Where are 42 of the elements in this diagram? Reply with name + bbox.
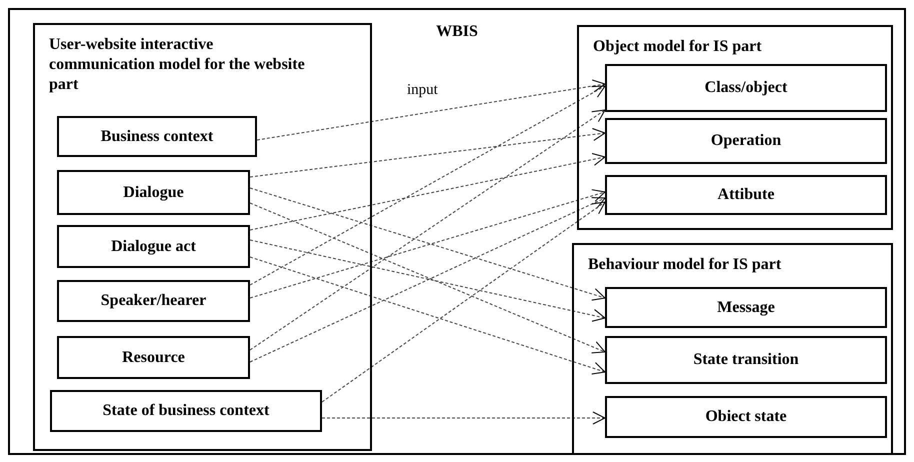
box-label: Obiect state <box>705 407 787 427</box>
box-label: Speaker/hearer <box>100 291 206 311</box>
group-box <box>577 25 893 230</box>
dashed-arrow <box>250 128 606 178</box>
process-box <box>57 336 250 379</box>
box-label: Attibute <box>718 185 774 205</box>
group-heading: Object model for IS part <box>593 37 763 57</box>
process-box <box>605 64 887 112</box>
box-label: Message <box>717 298 775 318</box>
process-box <box>605 336 887 384</box>
dashed-arrow <box>250 256 606 374</box>
box-label: State transition <box>693 350 799 370</box>
dashed-arrow <box>250 153 606 230</box>
group-heading: WBIS <box>435 22 479 42</box>
box-label: Dialogue <box>123 182 184 202</box>
process-box <box>57 225 250 268</box>
box-label: Dialogue act <box>111 236 196 256</box>
process-box <box>57 280 250 322</box>
process-box <box>50 390 322 432</box>
process-box <box>605 287 887 328</box>
process-box <box>605 118 887 164</box>
dashed-arrow <box>322 202 606 402</box>
box-label: Class/object <box>704 78 788 98</box>
dashed-arrow <box>250 110 606 350</box>
group-heading: User-website interactive communication model for the website part <box>49 35 306 95</box>
dashed-arrow <box>250 240 606 322</box>
box-label: State of business context <box>102 401 270 421</box>
diagram-frame <box>8 8 906 455</box>
group-box <box>33 23 372 451</box>
process-box <box>57 170 250 215</box>
dashed-arrow <box>256 79 606 140</box>
dashed-arrow <box>250 86 606 286</box>
process-box <box>605 396 887 438</box>
box-label: Operation <box>710 131 782 151</box>
process-box <box>605 175 887 215</box>
box-label: Business context <box>100 126 214 146</box>
group-box <box>572 243 893 455</box>
edge-label: input <box>405 82 440 98</box>
box-label: Resource <box>122 348 185 368</box>
dashed-arrow <box>322 412 606 424</box>
group-heading: Behaviour model for IS part <box>588 255 782 275</box>
process-box <box>57 116 257 157</box>
